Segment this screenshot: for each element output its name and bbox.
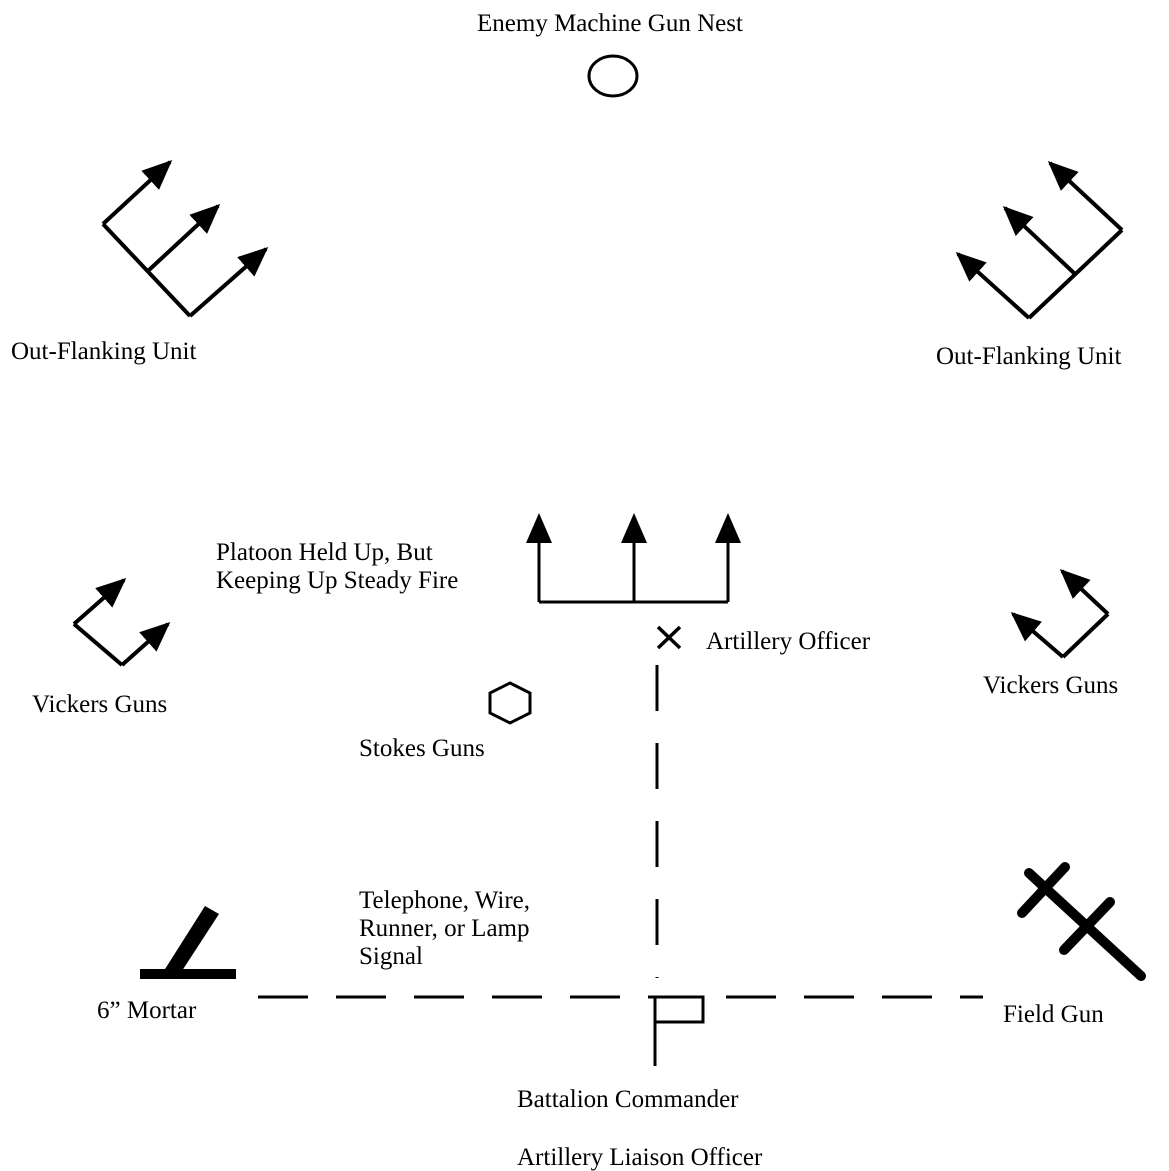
outflank-right-arrows-icon [955, 160, 1124, 320]
platoon-arrows-icon [526, 513, 741, 604]
outflank-left-label: Out-Flanking Unit [11, 338, 197, 365]
stokes-hexagon-icon [488, 681, 532, 725]
vickers-right-label: Vickers Guns [983, 672, 1119, 699]
artillery-officer-cross-icon [656, 625, 682, 650]
artillery-officer-label: Artillery Officer [706, 628, 871, 655]
comms-label: Telephone, Wire, Runner, or Lamp Signal [359, 887, 531, 970]
battalion-commander-label: Battalion Commander [517, 1086, 739, 1113]
battalion-commander-flag-icon [653, 995, 705, 1066]
mortar-icon [140, 906, 236, 979]
liaison-officer-label: Artillery Liaison Officer [517, 1144, 763, 1171]
stokes-label: Stokes Guns [359, 735, 485, 762]
enemy-nest-label: Enemy Machine Gun Nest [477, 10, 743, 37]
vickers-right-arrows-icon [1010, 568, 1110, 659]
platoon-label: Platoon Held Up, But Keeping Up Steady F… [216, 539, 459, 594]
outflank-right-label: Out-Flanking Unit [936, 343, 1122, 370]
field-gun-label: Field Gun [1003, 1001, 1104, 1028]
field-gun-icon [1017, 862, 1146, 981]
enemy-nest-circle-icon [587, 54, 639, 98]
vickers-left-arrows-icon [72, 578, 171, 667]
outflank-left-arrows-icon [101, 159, 269, 318]
mortar-label: 6” Mortar [97, 997, 197, 1024]
vickers-left-label: Vickers Guns [32, 691, 168, 718]
